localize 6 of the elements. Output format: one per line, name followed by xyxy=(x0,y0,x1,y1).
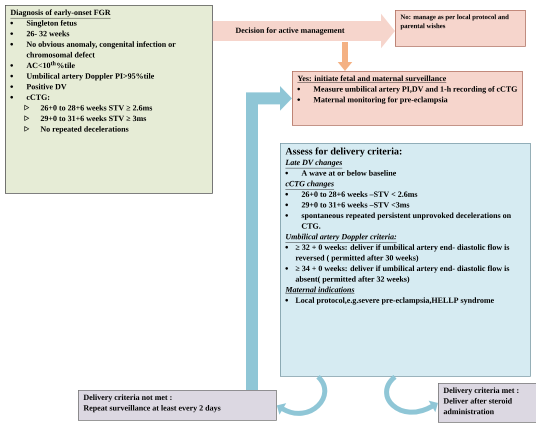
criteria-box: Diagnosis of early-onset FGR Singleton fetus 26- 32 weeks No obvious anomaly, congenital infection or chromosomal defect AC<10$^{th}$%tile Umbilical artery Doppler PI>95%tile Positive DV cCTG: 26+0 to 28+6 weeks STV ≥ 2.6ms 29+0 to 31+6 weeks STV ≥ 3ms No repeated decelerations xyxy=(5,5,213,194)
criteria-box: Assess for delivery criteria: Late DV changes A wave at or below baseline cCTG changes 26+0 to 28+6 weeks –STV < 2.6ms 29+0 to 31+6 weeks –STV <3ms spontaneous repeated persistent unprovoked decelerations on CTG. Umbilical artery Doppler criteria: ≥ 32 + 0 weeks: deliver if umbilical artery end- diastolic flow is reversed ( permitted after 30 weeks) ≥ 34 + 0 weeks: deliver if umbilical artery end- diastolic flow is absent( permitted after 32 weeks) Maternal indications Local protocol,e.g.severe pre-eclampsia,HELLP syndrome xyxy=(280,143,531,377)
process-box: Delivery criteria not met : Repeat surveillance at least every 2 days xyxy=(78,390,277,421)
process-box: Delivery criteria met : Deliver after steroid administration xyxy=(438,383,536,423)
arrow xyxy=(384,375,438,415)
process-box: Yes: initiate fetal and maternal surveillance Measure umbilical artery PI,DV and 1-h recording of cCTG Maternal monitoring for pre-eclampsia xyxy=(292,71,523,126)
